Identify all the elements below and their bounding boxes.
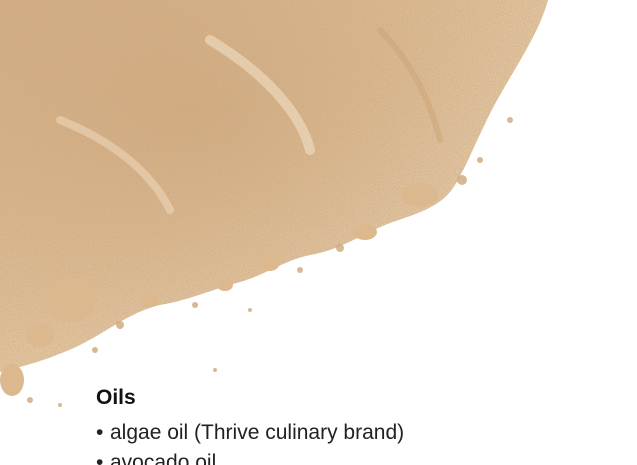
list-item-label: algae oil (Thrive culinary brand) [110,421,405,444]
list-item-label: avocado oil [110,451,217,465]
bullet-icon: • [96,451,104,465]
oils-section: Oils • algae oil (Thrive culinary brand) … [96,384,616,465]
bullet-icon: • [96,421,104,444]
list-item: • algae oil (Thrive culinary brand) [96,418,616,448]
oils-list: • algae oil (Thrive culinary brand) • avoc… [96,418,616,465]
list-item: • avocado oil [96,448,616,465]
section-heading: Oils [96,386,136,409]
